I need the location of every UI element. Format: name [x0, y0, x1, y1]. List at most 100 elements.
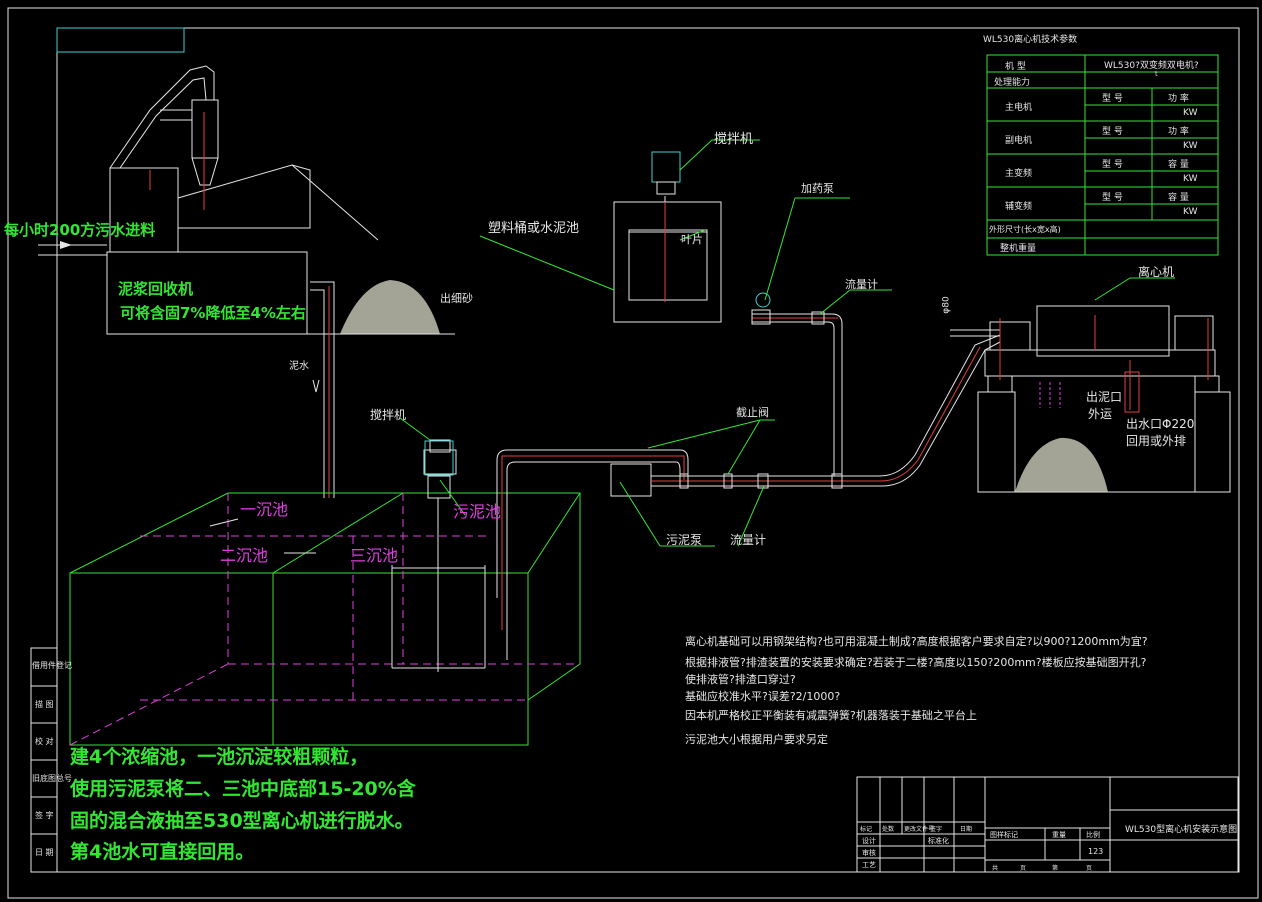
title-block: [856, 776, 1239, 873]
inner-frame: [56, 27, 1240, 873]
strip-sign: 签 字: [35, 811, 54, 820]
mud-water-label: 泥水: [289, 361, 309, 372]
inflow-arrow: [60, 241, 72, 249]
dosing-pump-label: 加药泵: [801, 182, 834, 195]
suction-pipe: [496, 449, 689, 660]
phi80-label: φ80: [941, 296, 952, 314]
pools-hidden-lines: [69, 493, 580, 746]
sludge-pump-box: [610, 463, 652, 497]
spec-row-model-label: 机 型: [1005, 62, 1026, 72]
drawing-scale: 123: [1088, 847, 1104, 856]
centrifuge-parts: [999, 315, 1209, 410]
spec-dimensions-label: 外形尺寸(长x宽x高): [989, 225, 1061, 234]
tb-row-review: 审核: [862, 849, 876, 857]
mud-water-pipe: [310, 281, 335, 498]
recycler-note: 可将含固7%降低至4%左右: [120, 304, 306, 322]
tb-row-process: 工艺: [862, 861, 876, 869]
spec-aux-vfd-label: 辅变频: [1005, 202, 1033, 212]
spec-row-model-value: WL530?双变频双电机?: [1104, 61, 1199, 71]
tb-mark-3: 签字: [930, 826, 943, 833]
spec-main-vfd-c2: 容 量: [1168, 160, 1189, 170]
spec-aux-motor-label: 副电机: [1005, 136, 1033, 146]
pool-2-label: 二沉池: [220, 546, 269, 565]
leader-lines: [399, 139, 1175, 547]
tb-mark-4: 日期: [960, 826, 973, 833]
check-valve-label: 截止阀: [736, 406, 769, 419]
dosing-pump-box: [751, 309, 771, 325]
strip-check: 校 对: [35, 737, 54, 746]
pool-1-label: 一沉池: [240, 500, 289, 519]
cyclone-pipe: [149, 112, 205, 210]
note-2: 根据排液管?排渣装置的安装要求确定?若装于二楼?高度以150?200mm?楼板应…: [685, 656, 1147, 669]
recycler-box: [106, 251, 308, 335]
strip-date: 日 期: [35, 848, 54, 857]
spec-aux-vfd-c1: 型 号: [1102, 193, 1123, 203]
spec-main-motor-c2: 功 率: [1168, 94, 1189, 104]
blade-label: 叶片: [681, 233, 703, 246]
tb-header-weight: 重量: [1052, 831, 1066, 839]
note-4: 基础应校准水平?误差?2/1000?: [685, 690, 841, 703]
cyclone-equipment: [109, 65, 379, 253]
spec-weight-label: 整机重量: [1000, 244, 1037, 254]
mud-water-arrow: [312, 379, 320, 393]
mud-outlet-label: 出泥口: [1086, 390, 1123, 404]
spec-main-motor-label: 主电机: [1005, 103, 1033, 113]
sand-pile-1: [340, 280, 440, 334]
corner-box: [56, 27, 185, 53]
sludge-pump-label: 污泥泵: [666, 533, 703, 547]
note-1: 离心机基础可以用钢架结构?也可用混凝土制成?高度根据客户要求自定?以900?12…: [685, 635, 1148, 648]
spec-row-model-note: t: [1155, 70, 1158, 78]
pools: [69, 492, 581, 746]
recycler-label: 泥浆回收机: [118, 280, 194, 298]
tb-mark-1: 处数: [882, 826, 895, 833]
note-6: 污泥池大小根据用户要求另定: [685, 733, 828, 746]
chemical-tank: [613, 201, 722, 323]
water-outlet-pipe: [1124, 371, 1140, 413]
strip-trace: 描 图: [35, 700, 54, 709]
strip-borrowed: 借用件登记: [32, 661, 72, 670]
spec-table-title: WL530离心机技术参数: [983, 35, 1078, 45]
pool-arrow-1: [209, 518, 239, 527]
mixer-top-label: 搅拌机: [714, 132, 754, 147]
spec-main-motor-c3: KW: [1183, 108, 1198, 118]
tb-header-scale: 比例: [1086, 831, 1100, 839]
sand-pile-2: [1015, 437, 1108, 492]
tank-mixer-base: [656, 181, 676, 195]
delivery-pipe: [651, 334, 1001, 487]
pool-mixer-motor: [424, 440, 454, 476]
fine-sand-label: 出细砂: [440, 292, 473, 305]
spec-main-vfd-c1: 型 号: [1102, 160, 1123, 170]
tb-row-design: 设计: [862, 837, 876, 845]
spec-aux-vfd-c2: 容 量: [1168, 193, 1189, 203]
spec-main-vfd-label: 主变频: [1005, 169, 1033, 179]
big-note-2: 使用污泥泵将二、三池中底部15-20%含: [70, 778, 416, 800]
centrifuge-machine: [950, 305, 1220, 393]
tb-row-std: 标准化: [928, 837, 949, 845]
delivery-centerline: [651, 346, 981, 482]
spec-table-grid: [986, 54, 1219, 256]
flowmeter-2-label: 流量计: [730, 533, 767, 547]
spec-aux-motor-c2: 功 率: [1168, 127, 1189, 137]
outer-frame: [7, 7, 1259, 899]
dosing-pump-motor: [755, 292, 771, 308]
left-strip: [30, 647, 58, 873]
tb-sheet-2: 第: [1052, 865, 1059, 872]
mud-outlet-label-2: 外运: [1088, 407, 1113, 421]
spec-main-vfd-c3: KW: [1183, 174, 1198, 184]
tb-sheet-3: 页: [1086, 865, 1093, 872]
spec-aux-motor-c3: KW: [1183, 141, 1198, 151]
mud-outlet-marks: [1039, 382, 1061, 408]
water-outlet-label: 出水口Φ220: [1126, 417, 1195, 431]
pool-mixer-label: 搅拌机: [370, 408, 407, 422]
spec-aux-motor-c1: 型 号: [1102, 127, 1123, 137]
tank-mixer-motor: [651, 151, 681, 183]
suction-centerline: [501, 455, 685, 630]
sludge-pool-label: 污泥池: [453, 502, 502, 521]
big-note-4: 第4池水可直接回用。: [70, 841, 255, 863]
note-3: 使排液管?排渣口穿过?: [685, 673, 796, 686]
spec-row-capacity-label: 处理能力: [994, 78, 1031, 88]
flowmeter-1-box: [811, 311, 825, 325]
spec-aux-vfd-c3: KW: [1183, 207, 1198, 217]
tank-label: 塑料桶或水泥池: [488, 221, 580, 236]
